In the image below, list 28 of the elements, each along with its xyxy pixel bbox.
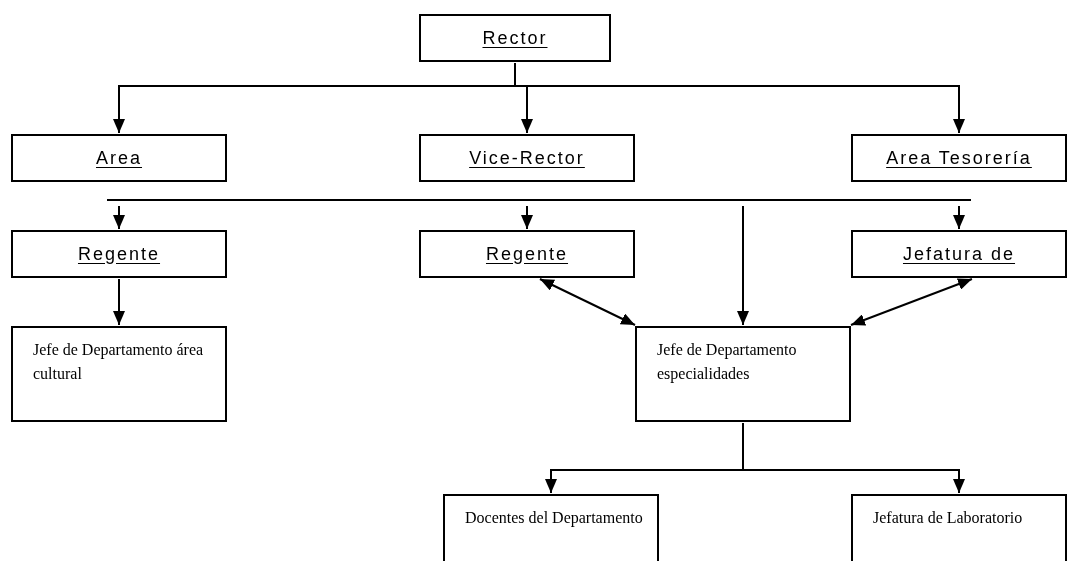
org-box xyxy=(419,134,635,182)
arrow xyxy=(113,205,125,230)
org-box xyxy=(11,134,227,182)
arrow xyxy=(737,205,749,326)
role-label: Area Tesorería xyxy=(886,147,1032,169)
arrow xyxy=(538,278,636,326)
role-label: Regente xyxy=(485,243,569,265)
arrow xyxy=(850,278,973,326)
org-box xyxy=(419,230,635,278)
org-box xyxy=(851,230,1067,278)
arrow xyxy=(742,422,965,494)
arrow xyxy=(521,205,533,230)
role-label: Area xyxy=(96,147,142,169)
org-box xyxy=(11,230,227,278)
org-box xyxy=(419,14,611,62)
role-label: Jefatura de Laboratorio xyxy=(873,508,1024,528)
role-label: Vice-Rector xyxy=(469,147,585,169)
role-label: Rector xyxy=(482,27,548,49)
org-box xyxy=(635,326,851,422)
role-label: Jefatura de xyxy=(902,243,1016,265)
role-label: Docentes del Departamento xyxy=(465,508,644,529)
arrow xyxy=(953,205,965,230)
role-label: Regente xyxy=(77,243,161,265)
role-label: Jefe de Departamento área cultural xyxy=(33,340,205,384)
org-box xyxy=(851,134,1067,182)
role-label: Jefe de Departamento especialidades xyxy=(657,340,798,385)
org-box xyxy=(11,326,227,422)
arrow xyxy=(113,278,125,326)
